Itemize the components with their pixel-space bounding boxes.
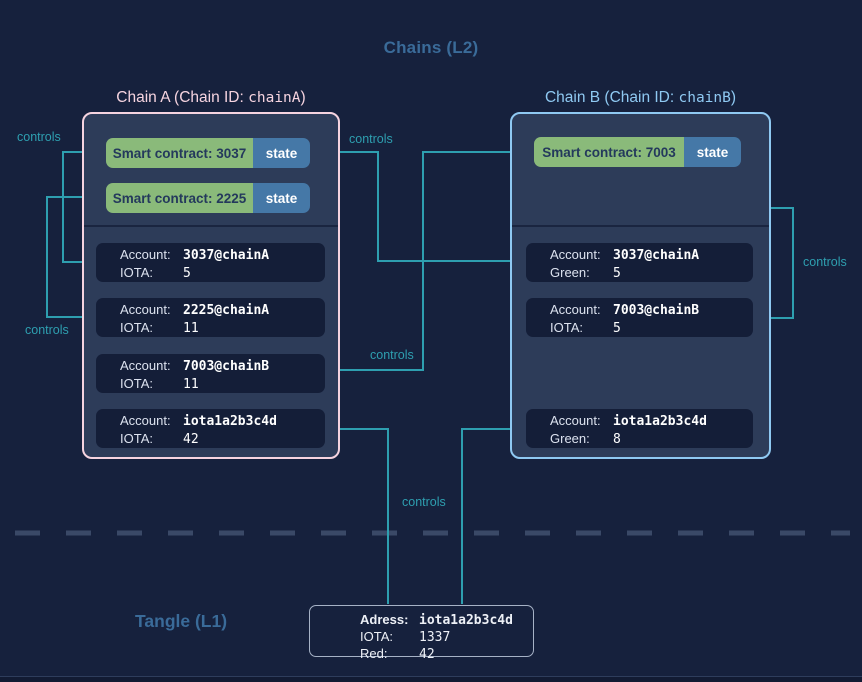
address-label: Adress: xyxy=(360,612,409,627)
asset-amount: 5 xyxy=(613,321,621,336)
asset-label: IOTA: xyxy=(550,320,583,335)
controls-label-l1: controls xyxy=(402,495,446,509)
chain-a-account-3037: Account: 3037@chainA IOTA: 5 xyxy=(96,243,325,282)
account-id: iota1a2b3c4d xyxy=(183,414,277,429)
chain-b-box: Smart contract: 7003 state Account: 3037@… xyxy=(510,112,771,459)
account-label: Account: xyxy=(120,358,171,373)
asset-amount: 11 xyxy=(183,321,199,336)
asset-amount: 11 xyxy=(183,377,199,392)
chain-b-account-iota1a2b3c4d: Account: iota1a2b3c4d Green: 8 xyxy=(526,409,753,448)
account-id: 7003@chainB xyxy=(183,359,270,374)
account-label: Account: xyxy=(550,247,601,262)
controls-label-left-top: controls xyxy=(17,130,61,144)
chain-a-title-prefix: Chain A (Chain ID: xyxy=(116,89,249,106)
edge-chainA-sc3037-to-chainB-account xyxy=(311,151,524,266)
chain-b-title: Chain B (Chain ID: chainB) xyxy=(510,89,771,107)
address-value: iota1a2b3c4d xyxy=(419,613,513,628)
chain-a-contract-3037-pill: Smart contract: 3037 state xyxy=(106,138,310,168)
contract-label: Smart contract: 3037 xyxy=(106,138,253,168)
chain-b-account-7003: Account: 7003@chainB IOTA: 5 xyxy=(526,298,753,337)
chain-a-account-iota1a2b3c4d: Account: iota1a2b3c4d IOTA: 42 xyxy=(96,409,325,448)
state-badge: state xyxy=(684,137,741,167)
asset-label: Green: xyxy=(550,265,590,280)
asset-amount: 5 xyxy=(613,266,621,281)
chain-b-contract-7003-pill: Smart contract: 7003 state xyxy=(534,137,741,167)
asset-label: IOTA: xyxy=(120,265,153,280)
asset-label: IOTA: xyxy=(120,431,153,446)
asset-amount: 8 xyxy=(613,432,621,447)
account-id: 2225@chainA xyxy=(183,303,270,318)
chain-a-id: chainA xyxy=(248,90,301,106)
chain-b-id: chainB xyxy=(678,90,731,106)
asset-amount: 5 xyxy=(183,266,191,281)
asset-label: IOTA: xyxy=(120,376,153,391)
account-id: 3037@chainA xyxy=(183,248,270,263)
account-id: 3037@chainA xyxy=(613,248,700,263)
iota-balance-label: IOTA: xyxy=(360,629,393,644)
tangle-l1-heading: Tangle (L1) xyxy=(135,611,228,631)
chain-a-box: Smart contract: 3037 state Smart contrac… xyxy=(82,112,340,459)
account-id: 7003@chainB xyxy=(613,303,700,318)
controls-label-right: controls xyxy=(803,255,847,269)
chain-a-contract-2225-pill: Smart contract: 2225 state xyxy=(106,183,310,213)
page-bottom-edge xyxy=(0,676,862,682)
chain-b-divider xyxy=(512,225,769,227)
account-label: Account: xyxy=(120,302,171,317)
edge-chainB-sc7003-to-chainA-account xyxy=(328,151,533,375)
chains-l2-heading: Chains (L2) xyxy=(383,38,479,57)
chain-b-account-3037: Account: 3037@chainA Green: 5 xyxy=(526,243,753,282)
account-label: Account: xyxy=(120,413,171,428)
account-label: Account: xyxy=(550,413,601,428)
state-badge: state xyxy=(253,183,310,213)
edge-l1-address-to-chainA-account xyxy=(328,424,389,604)
red-balance-value: 42 xyxy=(419,647,435,662)
chain-a-title: Chain A (Chain ID: chainA) xyxy=(82,89,340,107)
account-label: Account: xyxy=(120,247,171,262)
chain-b-title-suffix: ) xyxy=(730,89,737,106)
controls-label-mid-bottom: controls xyxy=(370,348,414,362)
chain-a-divider xyxy=(84,225,338,227)
asset-amount: 42 xyxy=(183,432,199,447)
asset-label: Green: xyxy=(550,431,590,446)
red-balance-label: Red: xyxy=(360,646,388,661)
state-badge: state xyxy=(253,138,310,168)
chain-b-title-prefix: Chain B (Chain ID: xyxy=(544,89,679,106)
controls-label-left-bottom: controls xyxy=(25,323,69,337)
account-label: Account: xyxy=(550,302,601,317)
chain-a-title-suffix: ) xyxy=(300,89,306,106)
account-id: iota1a2b3c4d xyxy=(613,414,707,429)
contract-label: Smart contract: 7003 xyxy=(534,137,684,167)
controls-label-mid-top: controls xyxy=(349,132,393,146)
chain-a-account-7003: Account: 7003@chainB IOTA: 11 xyxy=(96,354,325,393)
chain-a-account-2225: Account: 2225@chainA IOTA: 11 xyxy=(96,298,325,337)
asset-label: IOTA: xyxy=(120,320,153,335)
l1-address-card: Adress: iota1a2b3c4d IOTA: 1337 Red: 42 xyxy=(309,605,534,662)
iota-balance-value: 1337 xyxy=(419,630,451,645)
contract-label: Smart contract: 2225 xyxy=(106,183,253,213)
